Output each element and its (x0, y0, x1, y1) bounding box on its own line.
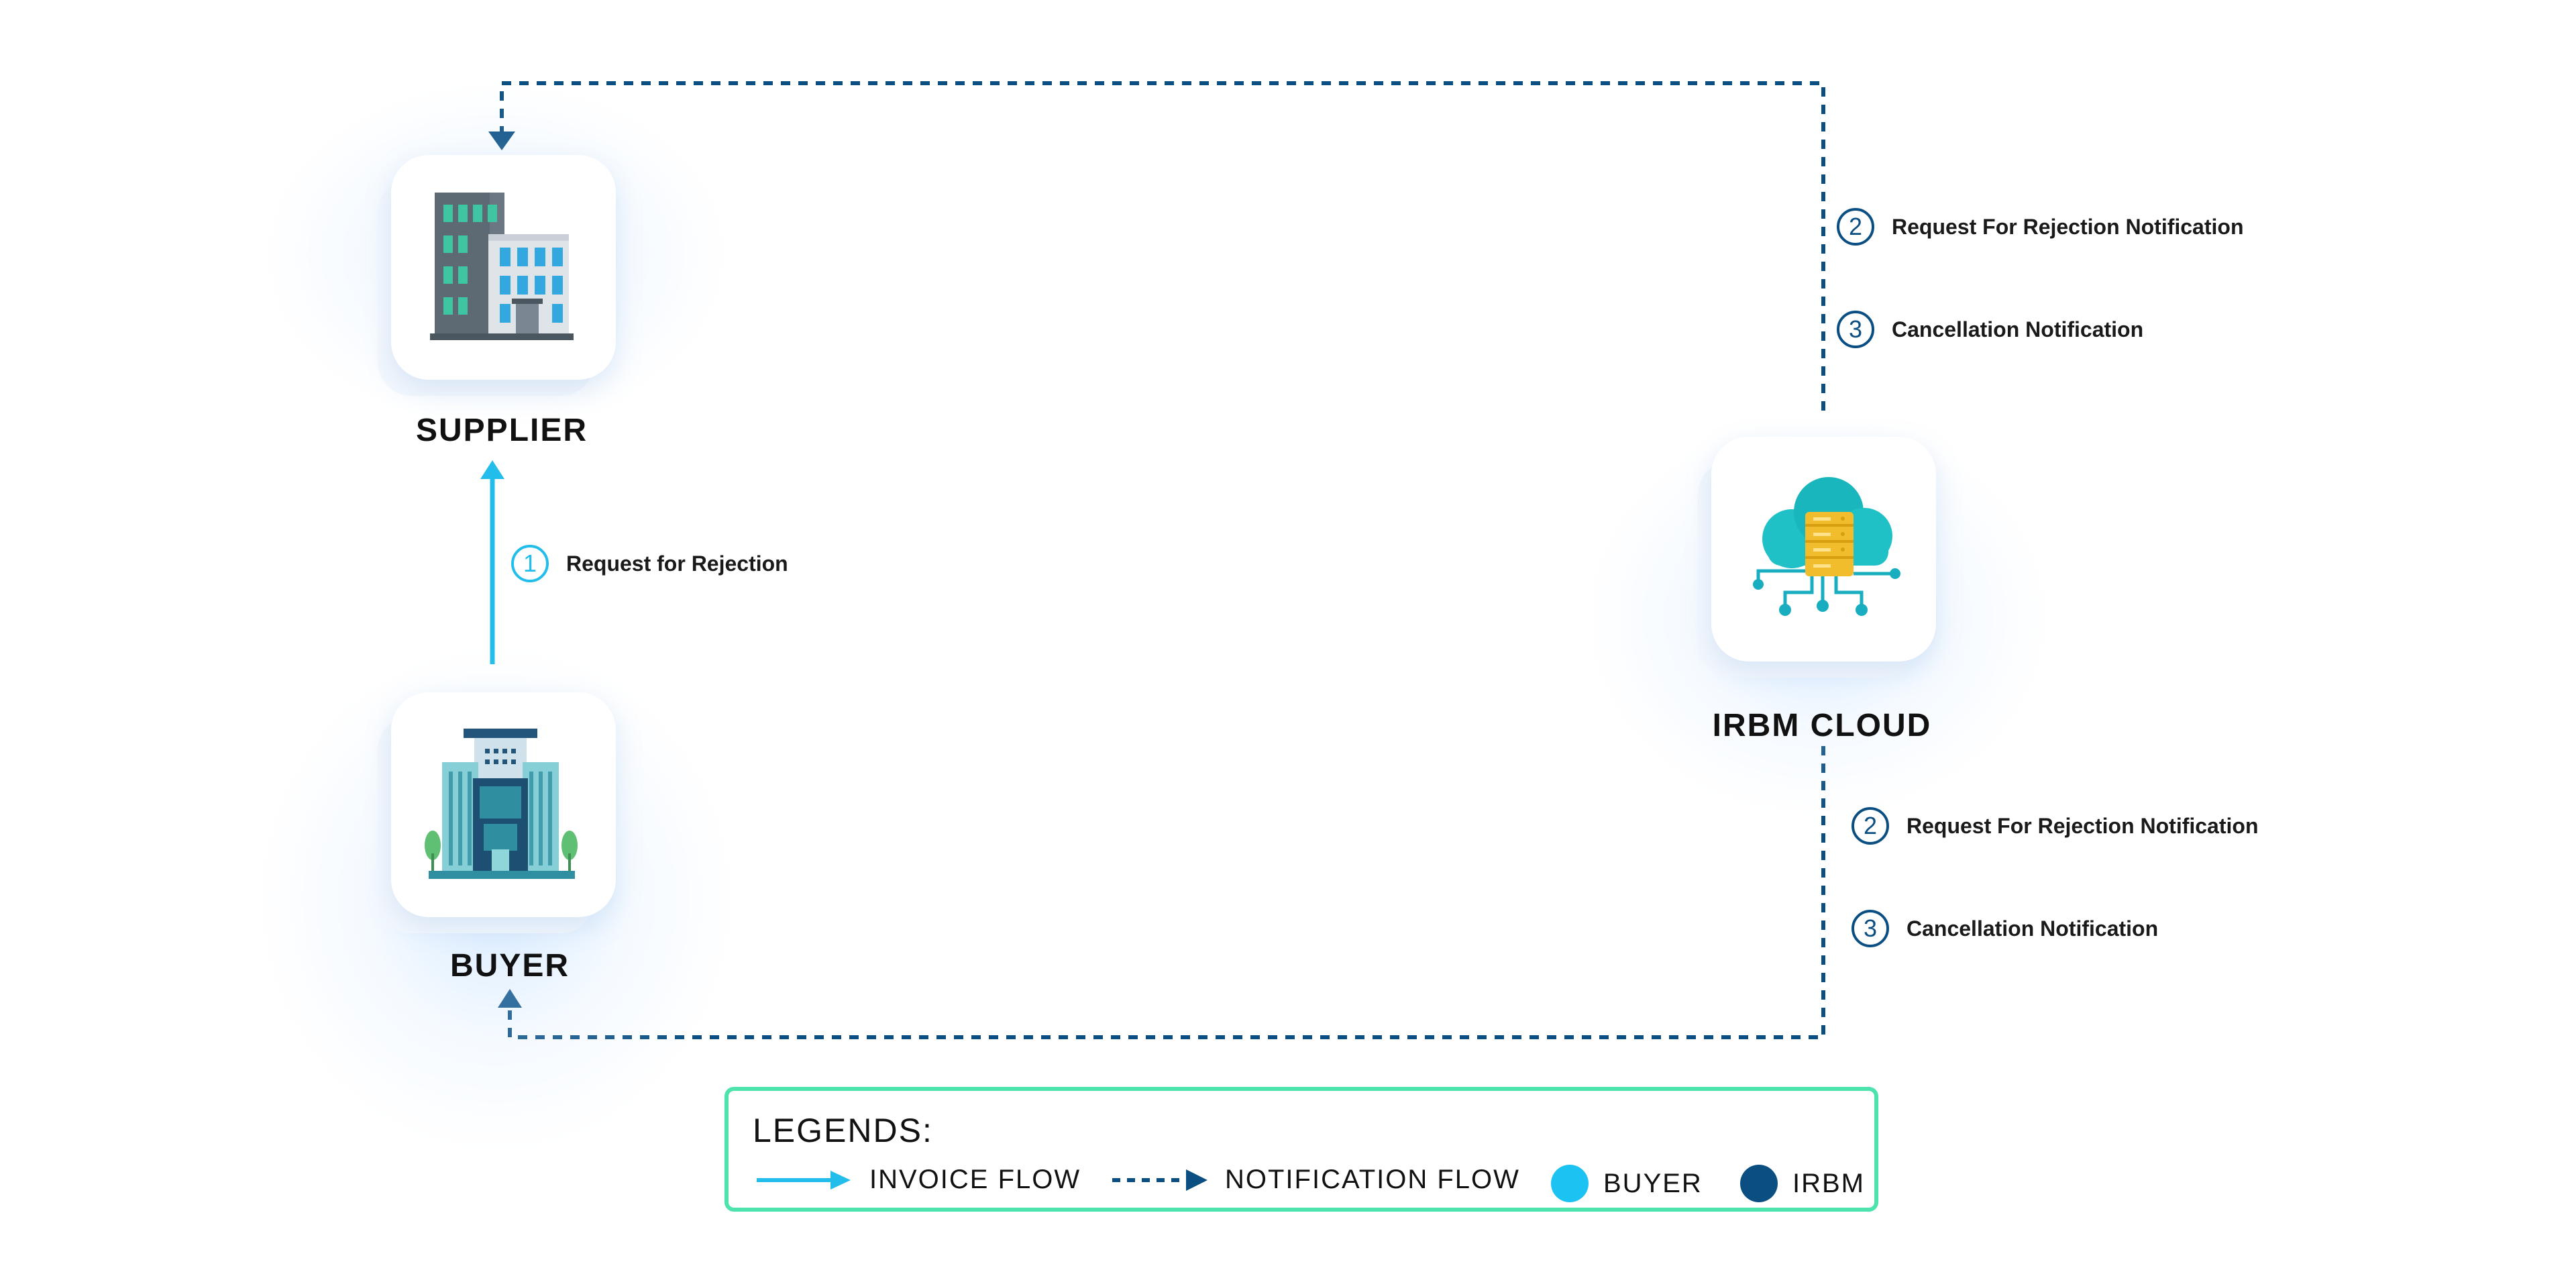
supplier-node[interactable] (391, 155, 616, 380)
invoice-arrowhead-supplier (480, 460, 504, 479)
legend-invoice-flow: INVOICE FLOW (755, 1165, 1081, 1195)
buyer-label: BUYER (449, 948, 570, 984)
cloud-server-icon (1753, 477, 1900, 616)
notification-buyer-step-3: 3 Cancellation Notification (1851, 910, 2158, 947)
flow-label-text: Request for Rejection (566, 551, 788, 576)
office-building-icon (430, 193, 574, 340)
notification-line-to-supplier (500, 81, 1825, 411)
flow-label-text: Cancellation Notification (1892, 317, 2144, 341)
notification-arrowhead-buyer (498, 989, 522, 1008)
step-badge: 1 (511, 545, 549, 582)
step-badge: 2 (1851, 807, 1889, 845)
notification-flow-arrow-icon (1112, 1169, 1208, 1191)
notification-line-to-buyer (508, 746, 1825, 1039)
legend-label: INVOICE FLOW (869, 1165, 1081, 1194)
legend-buyer: BUYER (1551, 1165, 1703, 1202)
legend-notification-flow: NOTIFICATION FLOW (1111, 1165, 1520, 1195)
notification-buyer-step-2: 2 Request For Rejection Notification (1851, 807, 2258, 845)
irbm-color-dot (1740, 1165, 1778, 1202)
legend-irbm: IRBM (1740, 1165, 1865, 1202)
step-badge: 3 (1837, 311, 1874, 348)
notification-supplier-step-2: 2 Request For Rejection Notification (1837, 208, 2243, 246)
legend-box: LEGENDS: INVOICE FLOW NOTIFICATION FLOW … (724, 1087, 1878, 1212)
buyer-node[interactable] (391, 692, 616, 917)
flow-label-text: Request For Rejection Notification (1892, 214, 2244, 239)
flow-label-text: Request For Rejection Notification (1907, 813, 2259, 838)
legend-label: IRBM (1792, 1168, 1865, 1198)
corporate-building-icon (425, 729, 578, 879)
legend-title: LEGENDS: (753, 1112, 933, 1149)
irbm-cloud-node[interactable] (1711, 437, 1936, 662)
flow-label-text: Cancellation Notification (1907, 916, 2159, 941)
buyer-color-dot (1551, 1165, 1589, 1202)
step-badge: 3 (1851, 910, 1889, 947)
legend-label: BUYER (1603, 1168, 1703, 1198)
step-badge: 2 (1837, 208, 1874, 246)
notification-arrowhead-supplier (488, 131, 515, 150)
legend-label: NOTIFICATION FLOW (1225, 1165, 1520, 1194)
supplier-label: SUPPLIER (415, 413, 588, 448)
invoice-flow-step-1: 1 Request for Rejection (511, 545, 788, 582)
invoice-flow-arrow-icon (757, 1170, 851, 1190)
irbm-cloud-label: IRBM CLOUD (1712, 708, 1932, 743)
notification-supplier-step-3: 3 Cancellation Notification (1837, 311, 2143, 348)
